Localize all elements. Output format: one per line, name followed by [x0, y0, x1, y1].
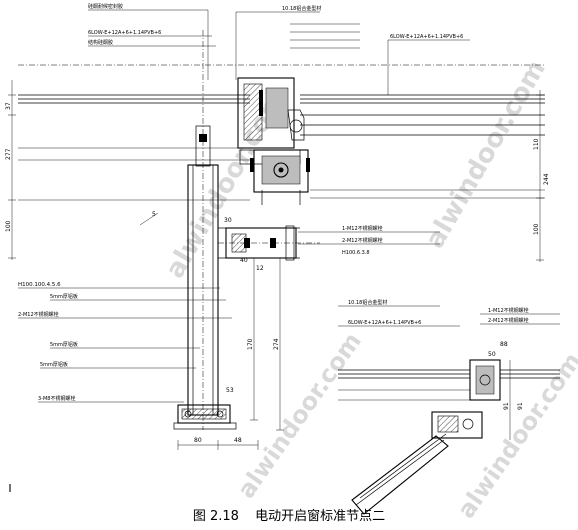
left-callout-3: 2-M12不锈钢螺栓: [18, 311, 59, 318]
watermark-layer: alwindoor.com alwindoor.com alwindoor.co…: [160, 55, 578, 523]
dim-left-1: 37: [5, 102, 12, 110]
dim-small-1: 5: [152, 211, 156, 218]
right-dimensions: 110 244 100: [533, 90, 550, 262]
detail-callout-3: 1-M12不锈钢螺栓: [488, 307, 529, 314]
glass-panels-top: [18, 64, 545, 201]
left-callout-6: 3-M8不锈钢螺栓: [38, 395, 75, 402]
top-callout-5: 6LOW-E+12A+6+1.14PVB+6: [390, 34, 463, 40]
top-callout-4: 10.18铝合金型材: [282, 5, 321, 12]
dim-center-2: 274: [273, 338, 280, 350]
dim-bottom-2: 48: [234, 437, 242, 444]
dim-bottom-1: 80: [194, 437, 202, 444]
dim-small-2: 30: [224, 217, 232, 224]
top-callout-1: 硅酮耐候密封胶: [88, 3, 123, 10]
bottom-dimensions: 80 48: [177, 437, 259, 450]
detail-callout-2: 6LOW-E+12A+6+1.14PVB+6: [348, 320, 421, 326]
lower-right-detail: 10.18铝合金型材 6LOW-E+12A+6+1.14PVB+6 1-M12不…: [338, 299, 560, 515]
detail-dim-2: 50: [488, 351, 496, 358]
figure-caption: 图 2.18 电动开启窗标准节点二: [0, 505, 578, 524]
center-dimensions: 170 274: [247, 258, 284, 431]
mid-callout-2: 2-M12不锈钢螺栓: [342, 237, 383, 244]
detail-callout-4: 2-M12不锈钢螺栓: [488, 317, 529, 324]
small-dimensions: 5 30 40 12 53: [139, 211, 264, 394]
dim-left-3: 100: [5, 220, 12, 232]
dim-small-5: 53: [226, 387, 234, 394]
watermark-text-3: alwindoor.com: [232, 327, 367, 503]
dim-right-1: 110: [533, 138, 540, 150]
left-dimensions: 37 277 100: [5, 80, 16, 260]
top-callout-2: 6LOW-E+12A+6+1.14PVB+6: [88, 30, 161, 36]
left-callout-4: 5mm厚铝板: [50, 341, 78, 348]
mid-right-callouts: 1-M12不锈钢螺栓 2-M12不锈钢螺栓 H100.6.3.8: [298, 225, 440, 256]
left-callout-5: 5mm厚铝板: [40, 361, 68, 368]
left-callouts: H100.100.4.5.6 5mm厚铝板 2-M12不锈钢螺栓 5mm厚铝板 …: [18, 282, 232, 403]
detail-dim-4: 91: [517, 402, 524, 410]
upper-node: [237, 77, 310, 205]
detail-callout-1: 10.18铝合金型材: [348, 299, 387, 306]
detail-dim-3: 91: [503, 402, 510, 410]
dim-small-4: 12: [256, 265, 264, 272]
connection-bracket: [218, 225, 320, 261]
dim-left-2: 277: [5, 148, 12, 160]
top-callouts: 硅酮耐候密封胶 6LOW-E+12A+6+1.14PVB+6 结构硅酮胶 10.…: [88, 3, 470, 95]
mid-callout-1: 1-M12不锈钢螺栓: [342, 225, 383, 232]
dim-right-3: 100: [533, 223, 540, 235]
dim-right-2: 244: [543, 173, 550, 185]
dim-small-3: 40: [240, 257, 248, 264]
left-callout-1: H100.100.4.5.6: [18, 282, 61, 288]
figure-number: 图 2.18: [192, 509, 239, 524]
mid-callout-3: H100.6.3.8: [342, 250, 370, 256]
top-callout-3: 结构硅酮胶: [88, 39, 113, 46]
dim-center-1: 170: [247, 338, 254, 350]
figure-title: 电动开启窗标准节点二: [255, 509, 386, 524]
base-plate: [173, 404, 237, 430]
left-callout-2: 5mm厚铝板: [50, 293, 78, 300]
detail-dim-1: 88: [500, 341, 508, 348]
